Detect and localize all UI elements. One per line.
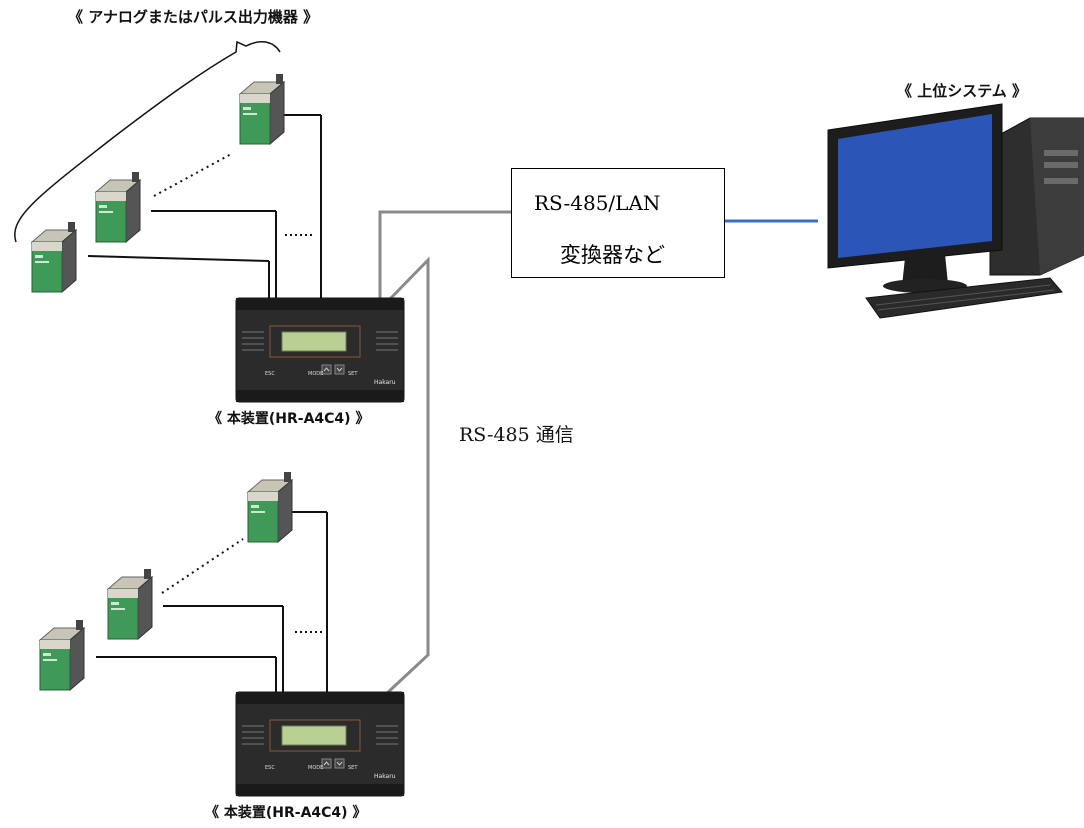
module-icon — [247, 471, 293, 543]
module-icon — [31, 221, 77, 293]
device-panel-mode-label: MODE — [308, 371, 323, 377]
module-icon — [107, 568, 153, 640]
converter-label-line1: RS-485/LAN — [534, 191, 661, 215]
module-icon — [39, 619, 85, 691]
hr-a4c4-unit-icon — [235, 691, 405, 797]
converter-box: RS-485/LAN 変換器など — [511, 168, 725, 278]
device-panel-esc-label: ESC — [265, 371, 275, 377]
rs485-line-to-converter — [378, 210, 511, 300]
device-label-bottom: 《 本装置(HR-A4C4) 》 — [205, 805, 367, 821]
hr-a4c4-unit-icon — [235, 297, 405, 403]
converter-label-line2: 変換器など — [560, 243, 665, 267]
device-panel-set-label: SET — [348, 371, 358, 377]
device-panel-brand: Hakaru — [374, 773, 396, 780]
device-panel-esc-label: ESC — [265, 765, 275, 771]
module-icon — [95, 171, 141, 243]
host-system-label: 《 上位システム 》 — [897, 82, 1027, 100]
dotted-lower-more-devices — [161, 538, 244, 594]
dotted-more-devices — [153, 152, 234, 197]
desktop-pc-icon — [827, 103, 1084, 319]
rs485-bus-line — [383, 256, 430, 697]
rs485-comm-label: RS-485 通信 — [459, 424, 574, 446]
device-panel-set-label: SET — [348, 765, 358, 771]
wire-module-1 — [87, 255, 270, 262]
device-group-brace — [14, 40, 281, 243]
module-icon — [239, 73, 285, 145]
device-panel-mode-label: MODE — [308, 765, 323, 771]
device-label-top: 《 本装置(HR-A4C4) 》 — [208, 411, 370, 427]
analog-devices-label: 《 アナログまたはパルス出力機器 》 — [68, 8, 319, 26]
device-panel-brand: Hakaru — [374, 379, 396, 386]
